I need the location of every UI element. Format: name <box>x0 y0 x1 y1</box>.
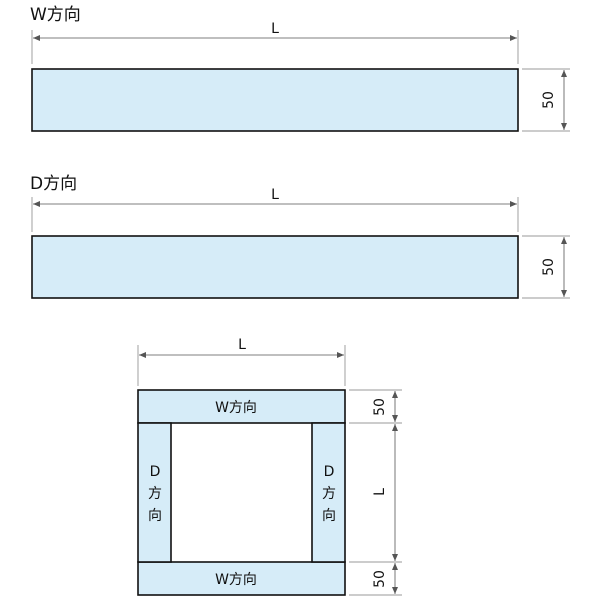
w-direction-bar <box>31 68 519 132</box>
frame-right-label-2: 方 <box>322 486 336 502</box>
frame-dim-top-label: 50 <box>372 398 388 416</box>
w-direction-section: W方向 L 50 <box>30 5 570 132</box>
frame-width-label: L <box>238 337 246 353</box>
frame-dim-middle-label: L <box>372 488 388 496</box>
frame-top-w-bar <box>137 389 346 424</box>
w-height-label: 50 <box>541 91 557 109</box>
frame-left-label-2: 方 <box>148 486 162 502</box>
frame-assembly: L W方向 W方向 D 方 向 D 方 向 50 L 50 <box>137 337 402 596</box>
frame-bottom-w-bar <box>137 561 346 596</box>
w-direction-title: W方向 <box>30 5 81 25</box>
d-length-label: L <box>271 187 279 203</box>
frame-bottom-label: W方向 <box>215 572 257 588</box>
d-direction-section: D方向 L 50 <box>30 174 570 299</box>
frame-left-d-bar <box>137 422 172 563</box>
frame-dim-bottom-label: 50 <box>372 570 388 588</box>
frame-right-label-1: D <box>324 464 335 480</box>
frame-left-label-3: 向 <box>148 508 162 524</box>
frame-right-label-3: 向 <box>322 508 336 524</box>
d-direction-bar <box>31 235 519 299</box>
frame-top-label: W方向 <box>215 400 257 416</box>
frame-left-label-1: D <box>150 464 161 480</box>
frame-right-d-bar <box>311 422 346 563</box>
w-length-label: L <box>271 21 279 37</box>
d-direction-title: D方向 <box>30 174 77 194</box>
d-height-label: 50 <box>541 258 557 276</box>
